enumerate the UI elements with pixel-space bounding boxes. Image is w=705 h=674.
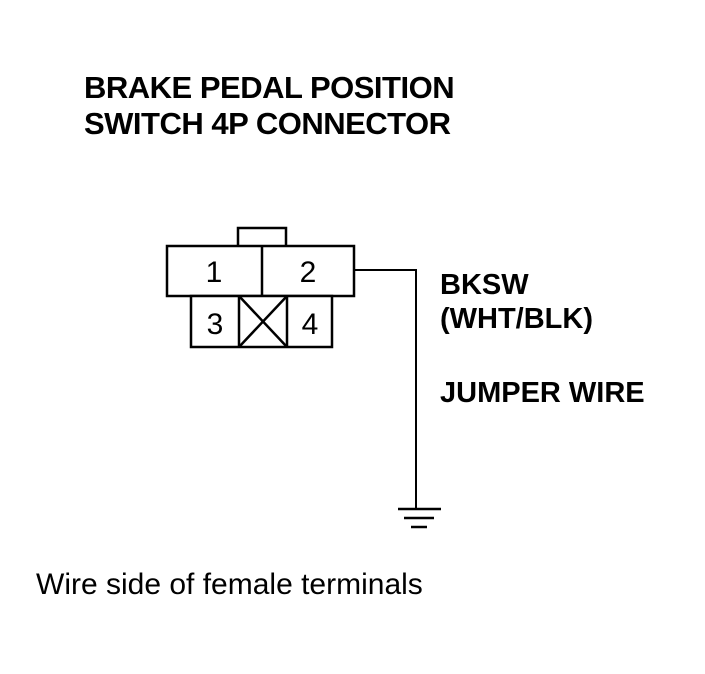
jumper-wire-label: JUMPER WIRE [440, 377, 645, 409]
terminal-numbers: 1 2 3 4 [206, 256, 319, 341]
terminal-2-label: 2 [300, 256, 317, 289]
terminal-3-label: 3 [207, 308, 224, 341]
title-line-2: SWITCH 4P CONNECTOR [84, 106, 451, 141]
wire-color: (WHT/BLK) [440, 303, 594, 335]
unused-cavity-cross-icon [238, 295, 288, 348]
title-line-1: BRAKE PEDAL POSITION [84, 70, 455, 105]
connector-4p [165, 226, 356, 349]
wire-name: BKSW [440, 269, 529, 301]
diagram-title: BRAKE PEDAL POSITION SWITCH 4P CONNECTOR [84, 70, 455, 142]
terminal-1-label: 1 [206, 256, 223, 289]
terminal-4-label: 4 [302, 308, 319, 341]
view-caption: Wire side of female terminals [36, 568, 423, 601]
connector-top-row [165, 244, 356, 298]
ground-icon [398, 507, 441, 529]
jumper-wire-line [354, 269, 417, 508]
connector-lock-tab [236, 226, 288, 249]
wire-label: BKSW (WHT/BLK) [440, 268, 593, 336]
